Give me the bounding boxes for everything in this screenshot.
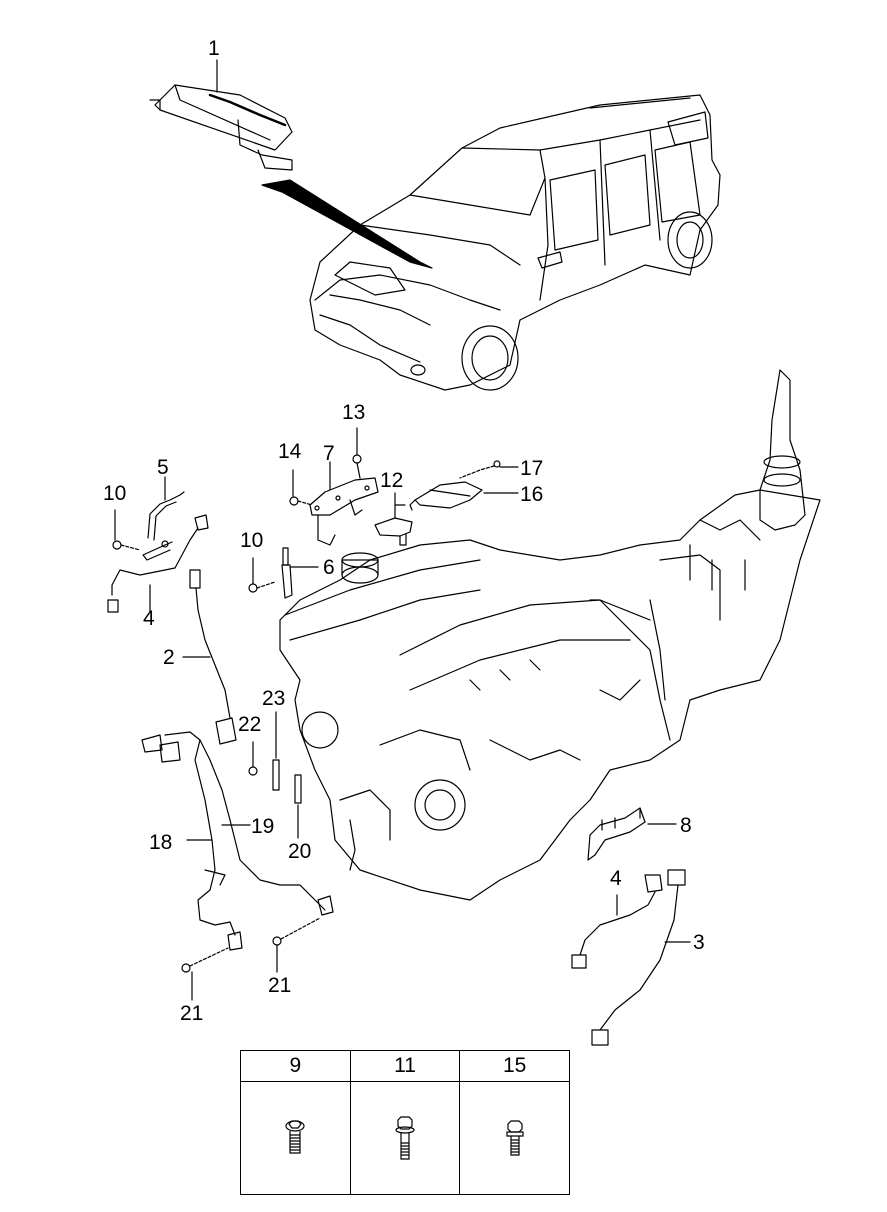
fastener-column: 9	[241, 1051, 351, 1194]
callout-8[interactable]: 8	[680, 814, 692, 837]
short-washer-bolt-icon	[506, 1120, 524, 1156]
fastener-column: 15	[460, 1051, 570, 1194]
callout-4-right[interactable]: 4	[610, 867, 622, 890]
callout-23[interactable]: 23	[262, 687, 286, 710]
callout-14[interactable]: 14	[278, 440, 302, 463]
fastener-column-header[interactable]: 15	[460, 1051, 570, 1082]
callout-18[interactable]: 18	[149, 831, 173, 854]
callout-21-right[interactable]: 21	[268, 974, 292, 997]
ecm-module-illustration	[149, 59, 293, 171]
callout-20[interactable]: 20	[288, 840, 312, 863]
callout-10-left[interactable]: 10	[103, 482, 127, 505]
callout-12[interactable]: 12	[380, 469, 404, 492]
fastener-cell	[241, 1082, 350, 1194]
callout-19[interactable]: 19	[251, 815, 275, 838]
callout-2[interactable]: 2	[163, 646, 175, 669]
callout-3[interactable]: 3	[693, 931, 705, 954]
callout-5[interactable]: 5	[157, 456, 169, 479]
harness-18-19-illustration	[141, 711, 334, 1001]
callout-13[interactable]: 13	[342, 401, 366, 424]
callout-6[interactable]: 6	[323, 556, 335, 579]
callout-10-mid[interactable]: 10	[240, 529, 264, 552]
callout-21-left[interactable]: 21	[180, 1002, 204, 1025]
engine-transmission-illustration	[279, 369, 821, 901]
clip-6-illustration	[248, 547, 319, 599]
callout-1[interactable]: 1	[208, 37, 220, 60]
washer-bolt-icon	[395, 1116, 415, 1160]
callout-22[interactable]: 22	[238, 713, 262, 736]
left-sensor-group-illustration	[107, 476, 209, 613]
right-sensor-group-illustration	[571, 807, 691, 1046]
flange-bolt-icon	[285, 1120, 305, 1154]
fastener-cell	[460, 1082, 569, 1194]
callout-7[interactable]: 7	[323, 442, 335, 465]
callout-17[interactable]: 17	[520, 457, 544, 480]
upper-bracket-group-illustration	[289, 427, 519, 546]
location-arrow	[261, 179, 433, 269]
fastener-column-header[interactable]: 11	[350, 1051, 460, 1082]
fastener-table: 9 11 15	[240, 1050, 570, 1195]
fastener-cell	[351, 1082, 460, 1194]
callout-16[interactable]: 16	[520, 483, 544, 506]
callout-4-left[interactable]: 4	[143, 607, 155, 630]
sensor-2-illustration	[182, 569, 237, 745]
fastener-column: 11	[350, 1051, 461, 1194]
vehicle-illustration	[309, 94, 721, 391]
fastener-column-header[interactable]: 9	[241, 1051, 350, 1082]
